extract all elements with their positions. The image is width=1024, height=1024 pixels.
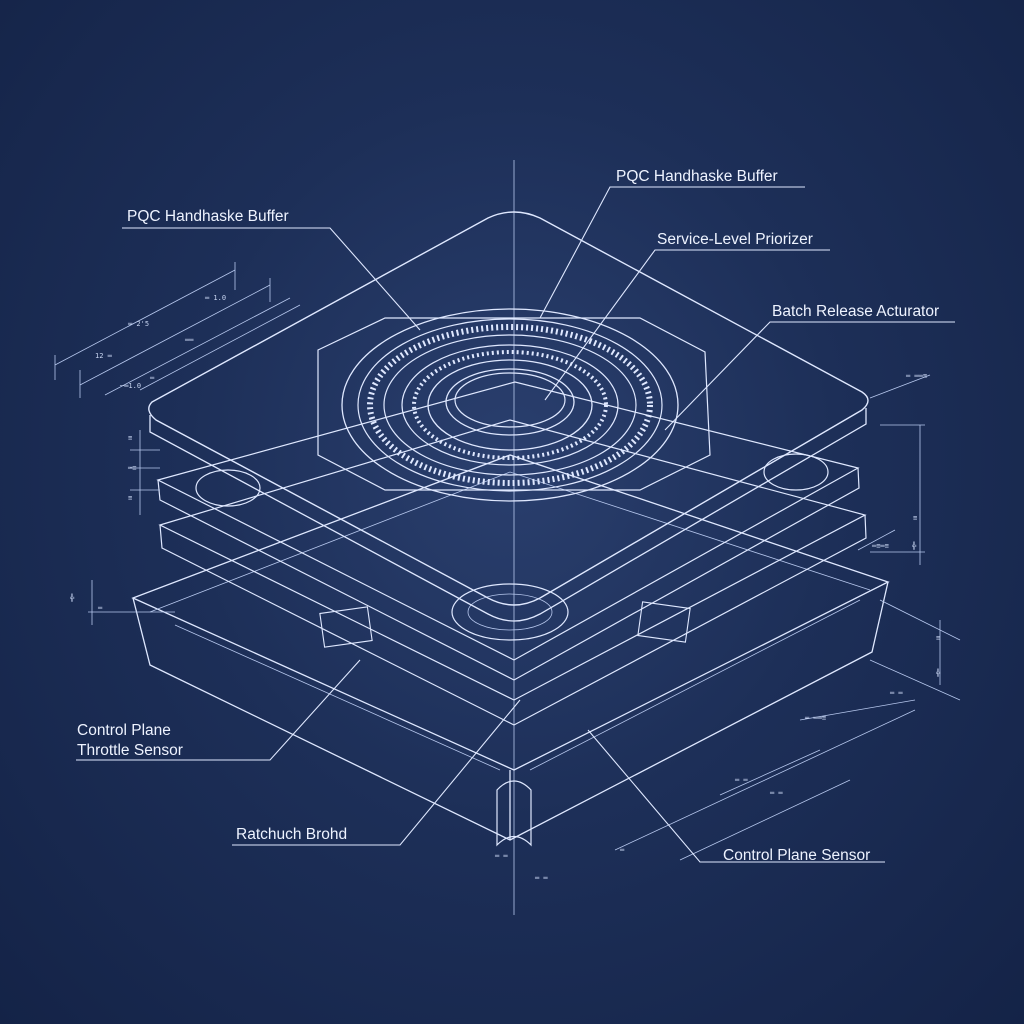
svg-text:╬: ╬ bbox=[911, 541, 917, 550]
callout-labels: PQC Handhaske Buffer PQC Handhaske Buffe… bbox=[77, 168, 939, 864]
svg-text:╬: ╬ bbox=[935, 668, 941, 677]
leader-pqc-left bbox=[122, 227, 421, 331]
dimension-lines-left: ═ 2'5 12 ═ ─═1.0 ═ ═ 1.0 ══ ≡ ═≡ ≡ ╬ ═ bbox=[54, 262, 301, 625]
base-block bbox=[131, 454, 890, 847]
leader-control-throttle bbox=[76, 659, 361, 761]
label-pqc-handshake-buffer-left: PQC Handhaske Buffer bbox=[127, 208, 289, 225]
svg-text:═ ═: ═ ═ bbox=[769, 789, 783, 797]
svg-text:≡: ≡ bbox=[913, 514, 917, 522]
label-service-level-prioritizer: Service-Level Priorizer bbox=[657, 231, 813, 248]
svg-text:═ 2'5: ═ 2'5 bbox=[127, 320, 149, 328]
svg-text:≡: ≡ bbox=[128, 494, 132, 502]
svg-text:≡: ≡ bbox=[936, 634, 940, 642]
label-batch-release-actuator: Batch Release Acturator bbox=[772, 303, 939, 320]
dimension-lines-right: ═ ══≡ ≡ ╬ ═≡═≡ ≡ ╬ ═ ═ ═ ══≡ ═ ═ ═ ═ ═ ═… bbox=[494, 372, 961, 882]
leader-pqc-top bbox=[539, 186, 805, 319]
svg-text:═≡: ═≡ bbox=[127, 464, 136, 472]
svg-text:══: ══ bbox=[184, 336, 194, 344]
leader-batch-release bbox=[664, 321, 955, 431]
label-control-plane-sensor: Control Plane Sensor bbox=[723, 847, 870, 864]
svg-text:═: ═ bbox=[149, 374, 155, 382]
leader-service-level bbox=[544, 249, 830, 401]
leader-control-plane-sensor bbox=[587, 729, 885, 863]
svg-text:─═1.0: ─═1.0 bbox=[119, 382, 141, 390]
svg-text:≡: ≡ bbox=[128, 434, 132, 442]
central-gear-assembly bbox=[317, 308, 711, 502]
svg-text:═ ══≡: ═ ══≡ bbox=[804, 714, 826, 722]
leader-lines bbox=[76, 186, 955, 863]
svg-text:═ ═: ═ ═ bbox=[734, 776, 748, 784]
svg-text:═ ═: ═ ═ bbox=[534, 874, 548, 882]
svg-text:═ ═: ═ ═ bbox=[889, 689, 903, 697]
middle-plate-lower bbox=[158, 419, 867, 726]
label-pqc-handshake-buffer-top: PQC Handhaske Buffer bbox=[616, 168, 778, 185]
top-plate bbox=[148, 211, 869, 622]
label-ratchet-board: Ratchuch Brohd bbox=[236, 826, 347, 843]
svg-text:═ ═: ═ ═ bbox=[494, 852, 508, 860]
svg-text:═: ═ bbox=[619, 846, 625, 854]
svg-text:═≡═≡: ═≡═≡ bbox=[871, 542, 889, 550]
label-control-plane-throttle-1: Control Plane bbox=[77, 722, 171, 739]
middle-plate-upper bbox=[156, 381, 860, 681]
svg-text:12 ═: 12 ═ bbox=[95, 352, 113, 360]
leader-ratchet-board bbox=[232, 699, 521, 846]
svg-text:╬: ╬ bbox=[69, 593, 75, 602]
svg-text:═: ═ bbox=[97, 604, 103, 612]
label-control-plane-throttle-2: Throttle Sensor bbox=[77, 742, 183, 759]
svg-text:═ 1.0: ═ 1.0 bbox=[204, 294, 226, 302]
svg-text:═ ══≡: ═ ══≡ bbox=[905, 372, 927, 380]
